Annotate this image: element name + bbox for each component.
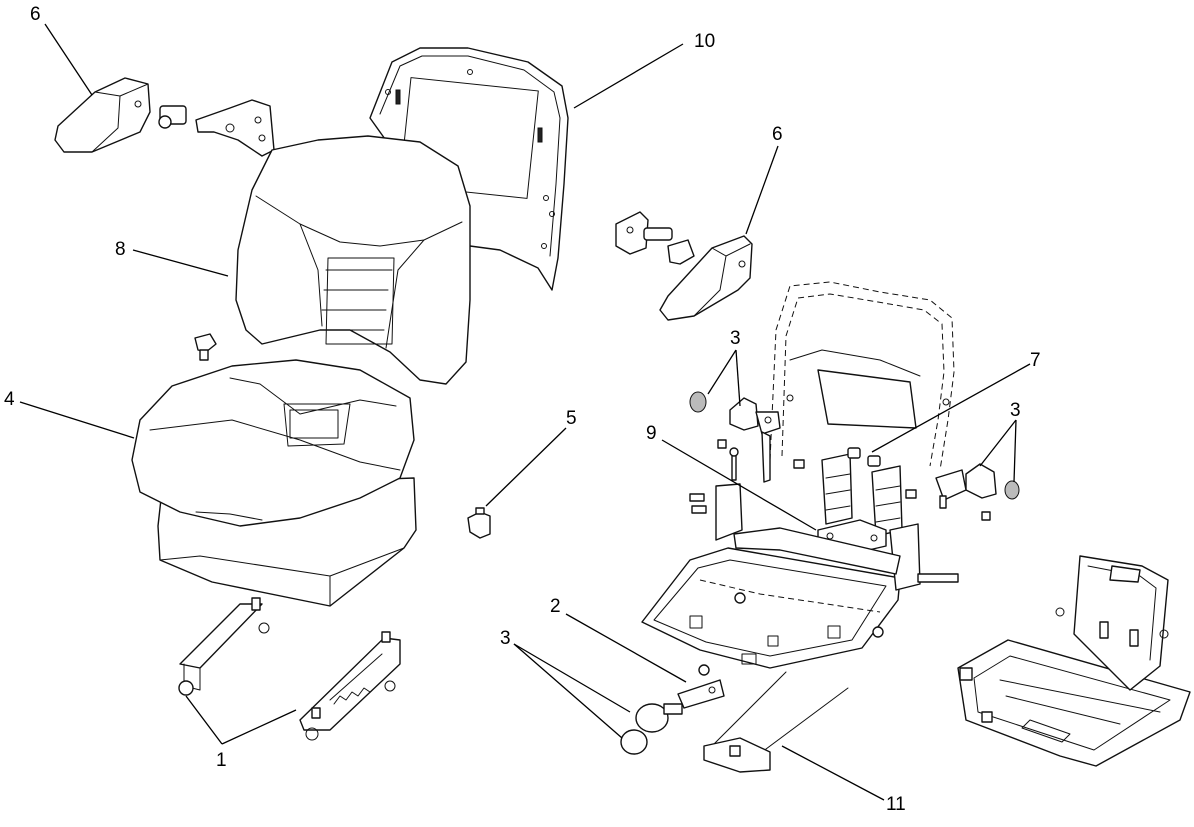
hardware-bolts <box>689 439 991 521</box>
armrest-right-hinge <box>615 211 695 265</box>
callout-3-upper-left: 3 <box>730 328 741 349</box>
slide-rail-right <box>299 631 401 741</box>
callout-3-upper-right: 3 <box>1010 400 1021 421</box>
callout-4: 4 <box>4 389 15 410</box>
callout-5: 5 <box>566 408 577 429</box>
tie-rod-assembly <box>703 671 849 773</box>
callout-labels: 6 10 8 6 3 7 4 5 9 3 2 3 1 11 <box>4 4 1041 815</box>
callout-8: 8 <box>115 239 126 260</box>
callout-9: 9 <box>646 423 657 444</box>
callout-6-left: 6 <box>30 4 41 25</box>
seat-cushion <box>131 359 417 607</box>
callout-10: 10 <box>694 31 715 52</box>
recliner-knob-left <box>689 391 781 483</box>
back-cushion <box>235 135 471 385</box>
callout-6-right: 6 <box>772 124 783 145</box>
callout-1: 1 <box>216 750 227 771</box>
callout-11: 11 <box>886 794 906 815</box>
seat-back-cover <box>369 47 569 291</box>
callout-2: 2 <box>550 596 561 617</box>
fastener-knob <box>194 333 217 361</box>
lever-handle <box>620 664 725 755</box>
callout-7: 7 <box>1030 350 1041 371</box>
leader-lines <box>19 23 1031 801</box>
armrest-left-hinge <box>158 99 275 157</box>
recliner-knob-right <box>935 463 1020 509</box>
back-frame <box>769 281 955 471</box>
assembled-base-view <box>957 555 1191 767</box>
seat-base-frame <box>641 483 959 669</box>
clip-part <box>467 507 491 539</box>
armrest-right <box>659 235 753 321</box>
callout-3-lower: 3 <box>500 628 511 649</box>
suspension-springs <box>821 447 903 537</box>
armrest-left <box>54 77 151 153</box>
slide-rail-left <box>178 597 270 696</box>
